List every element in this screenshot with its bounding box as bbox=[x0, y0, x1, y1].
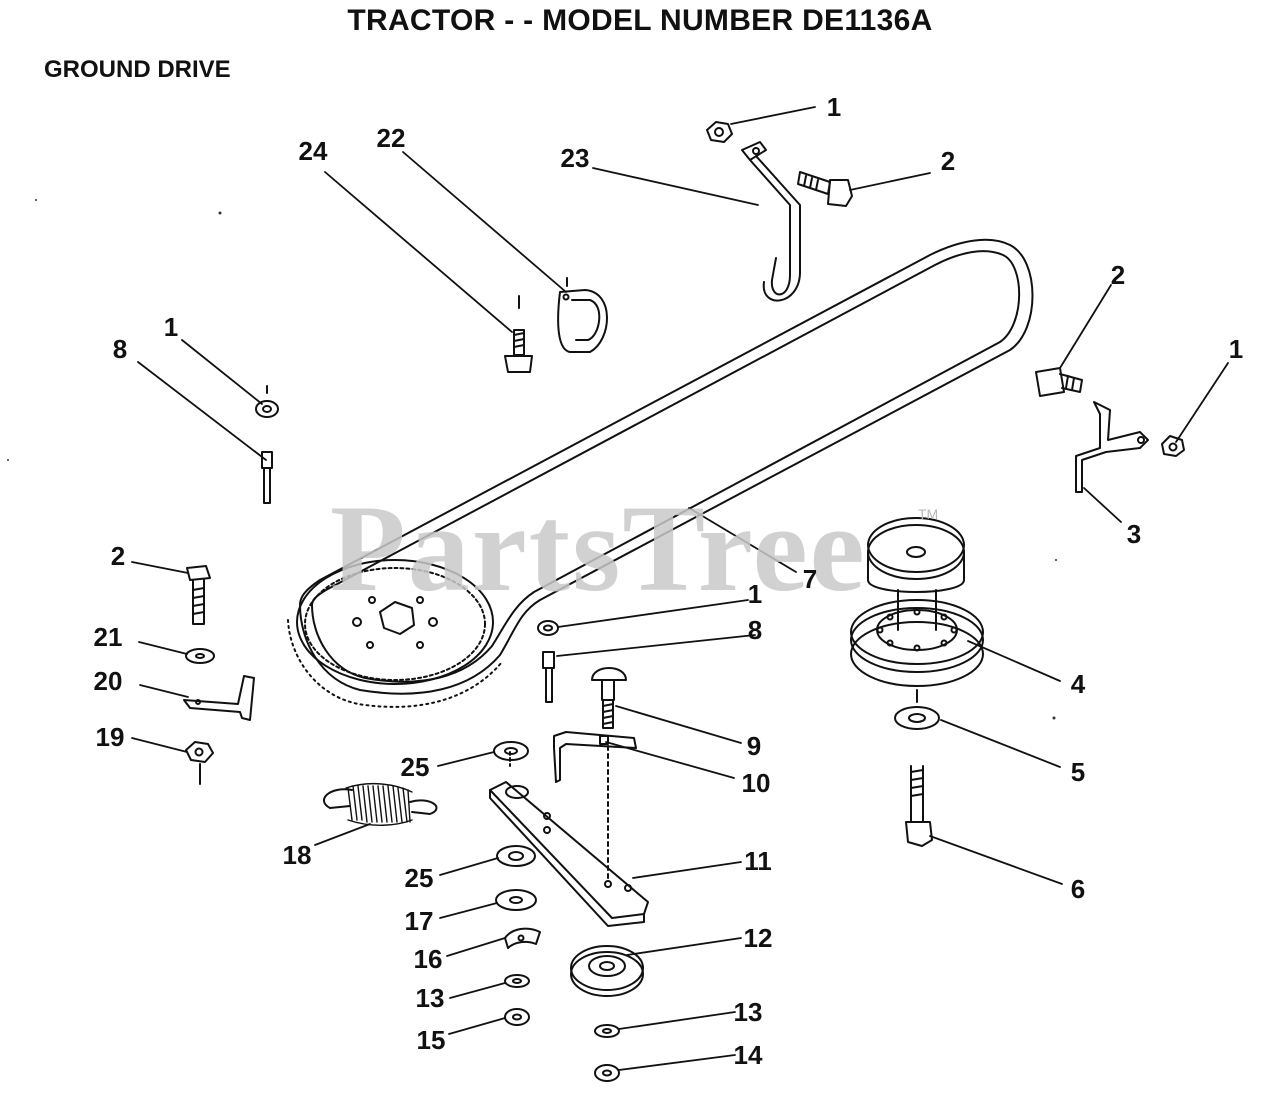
washer-part-5 bbox=[894, 706, 940, 730]
drive-pulley-part-4 bbox=[850, 517, 984, 703]
callout-part-24[interactable]: 24 bbox=[298, 136, 328, 166]
callout-part-19[interactable]: 19 bbox=[95, 722, 125, 752]
nut-part-14 bbox=[594, 1064, 620, 1082]
idler-bracket-part-11 bbox=[489, 781, 649, 927]
callout-part-25[interactable]: 25 bbox=[400, 752, 430, 782]
belt-guide-part-3 bbox=[1075, 401, 1149, 493]
belt-guide-part-23 bbox=[741, 141, 801, 302]
callout-part-25[interactable]: 25 bbox=[404, 863, 434, 893]
callout-part-23[interactable]: 23 bbox=[560, 143, 590, 173]
callout-part-15[interactable]: 15 bbox=[416, 1025, 446, 1055]
washer-part-13-left bbox=[504, 974, 530, 988]
bushing-part-25-top bbox=[493, 741, 529, 761]
stud-part-8-left bbox=[261, 451, 273, 504]
washer-part-21 bbox=[185, 648, 215, 664]
callout-part-20[interactable]: 20 bbox=[93, 666, 123, 696]
bolt-part-24 bbox=[504, 295, 533, 373]
nut-part-15 bbox=[504, 1008, 530, 1026]
hex-nut-part-19 bbox=[185, 741, 214, 785]
belt-guide-part-22 bbox=[557, 277, 608, 353]
callout-part-13[interactable]: 13 bbox=[733, 997, 763, 1027]
trademark-mark: TM bbox=[918, 506, 939, 522]
callout-part-12[interactable]: 12 bbox=[743, 923, 773, 953]
callout-part-4[interactable]: 4 bbox=[1070, 669, 1086, 699]
spring-part-18 bbox=[323, 783, 438, 826]
callout-part-14[interactable]: 14 bbox=[733, 1040, 763, 1070]
callout-part-9[interactable]: 9 bbox=[746, 731, 762, 761]
idler-arm-part-10 bbox=[553, 731, 637, 881]
callout-part-1[interactable]: 1 bbox=[826, 92, 842, 122]
leader-lines bbox=[131, 106, 1229, 1071]
carriage-bolt-part-9 bbox=[591, 667, 627, 729]
callout-part-21[interactable]: 21 bbox=[93, 622, 123, 652]
callout-part-16[interactable]: 16 bbox=[413, 944, 443, 974]
bolt-part-2-top bbox=[797, 171, 853, 207]
callout-part-6[interactable]: 6 bbox=[1070, 874, 1086, 904]
callout-part-1[interactable]: 1 bbox=[747, 579, 763, 609]
callout-part-7[interactable]: 7 bbox=[802, 564, 818, 594]
drive-sprocket bbox=[296, 559, 494, 685]
callout-part-8[interactable]: 8 bbox=[747, 615, 763, 645]
callout-part-2[interactable]: 2 bbox=[940, 146, 956, 176]
bracket-part-20 bbox=[183, 675, 255, 721]
hex-nut-part-1-left bbox=[255, 385, 279, 418]
bolt-part-2-left bbox=[186, 565, 211, 625]
washer-part-13-right bbox=[594, 1024, 620, 1038]
stud-part-8-center bbox=[542, 651, 555, 703]
callout-part-1[interactable]: 1 bbox=[163, 312, 179, 342]
callout-part-11[interactable]: 11 bbox=[744, 846, 772, 876]
bushing-part-25-bottom bbox=[496, 751, 536, 867]
clip-part-16 bbox=[504, 927, 541, 949]
callout-part-1[interactable]: 1 bbox=[1228, 334, 1244, 364]
drive-belt-part-7 bbox=[287, 238, 1034, 708]
section-title: GROUND DRIVE bbox=[44, 56, 231, 83]
callout-part-2[interactable]: 2 bbox=[1110, 260, 1126, 290]
callout-part-3[interactable]: 3 bbox=[1126, 519, 1142, 549]
callout-part-10[interactable]: 10 bbox=[741, 768, 771, 798]
callout-part-17[interactable]: 17 bbox=[404, 906, 434, 936]
partstree-watermark: PartsTree bbox=[330, 480, 867, 617]
diagram-title: TRACTOR - - MODEL NUMBER DE1136A bbox=[347, 4, 933, 37]
idler-pulley-part-12 bbox=[570, 945, 644, 997]
hex-nut-part-1-top bbox=[706, 121, 733, 143]
callout-part-8[interactable]: 8 bbox=[112, 334, 128, 364]
bolt-part-6 bbox=[905, 765, 933, 847]
callout-part-22[interactable]: 22 bbox=[376, 123, 406, 153]
hex-nut-part-1-right bbox=[1161, 435, 1185, 457]
callout-part-5[interactable]: 5 bbox=[1070, 757, 1086, 787]
callout-part-18[interactable]: 18 bbox=[282, 840, 312, 870]
callout-part-2[interactable]: 2 bbox=[110, 541, 126, 571]
callout-part-13[interactable]: 13 bbox=[415, 983, 445, 1013]
hex-nut-part-1-center bbox=[537, 620, 559, 636]
bolt-part-2-right bbox=[1035, 367, 1083, 397]
washer-part-17 bbox=[495, 889, 537, 911]
